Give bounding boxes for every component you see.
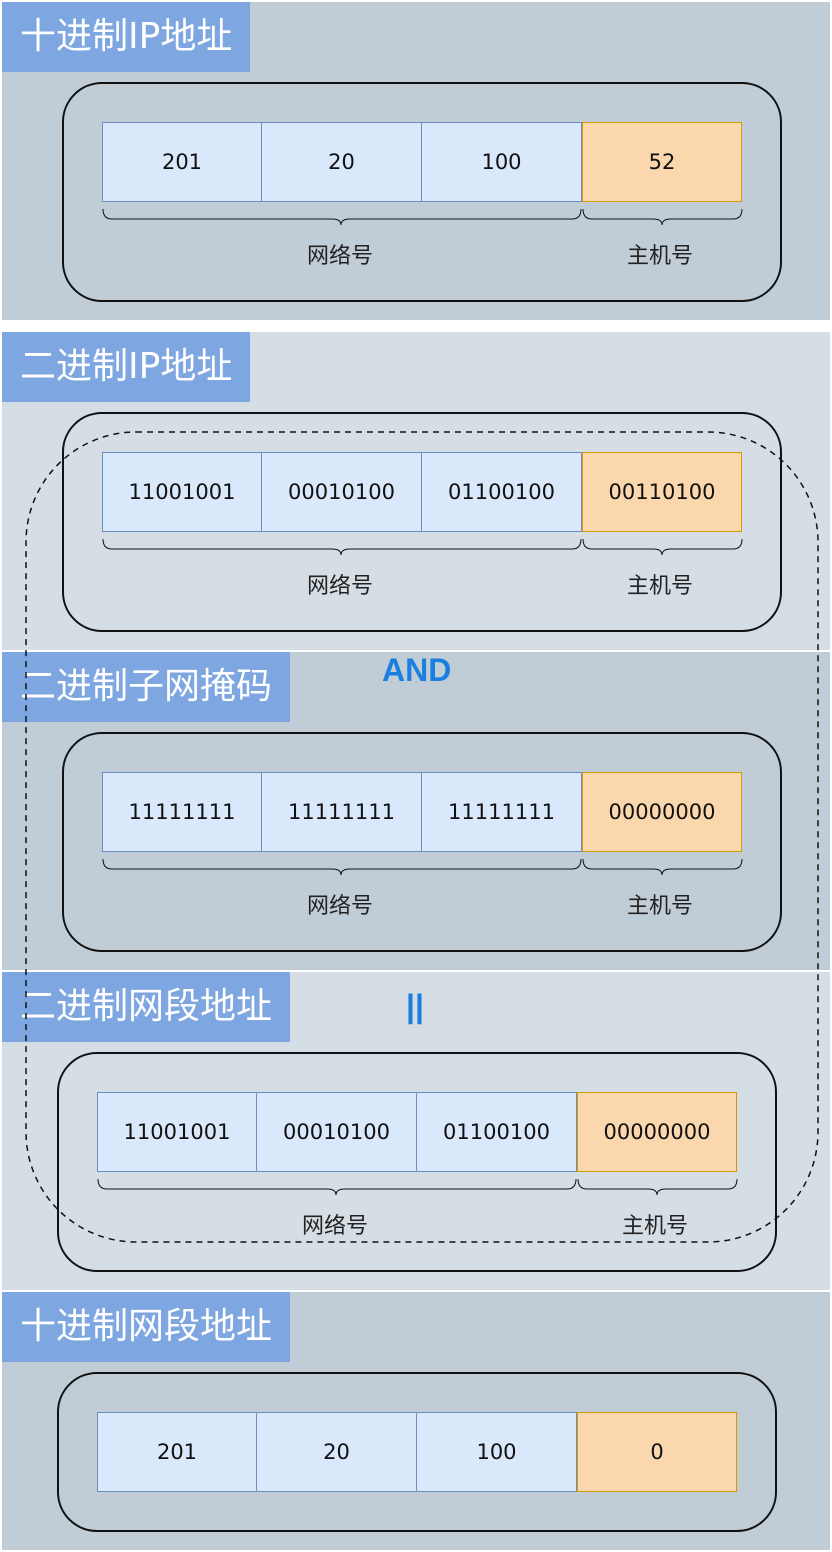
ip-row: 201 20 100 0 [97, 1412, 737, 1492]
octet-4: 0 [577, 1412, 737, 1492]
octet-3: 11111111 [422, 772, 582, 852]
section-title: 二进制子网掩码 [2, 652, 291, 722]
and-operator: AND [382, 652, 452, 688]
network-brace [97, 1178, 738, 1196]
octet-2: 20 [262, 122, 422, 202]
octet-2: 20 [257, 1412, 417, 1492]
host-label: 主机号 [626, 894, 693, 919]
octet-1: 11001001 [97, 1092, 257, 1172]
octet-2: 00010100 [257, 1092, 417, 1172]
section-binary-ip: 二进制IP地址 11001001 00010100 01100100 00110… [2, 332, 830, 650]
equals-operator: || [406, 988, 424, 1024]
section-title: 十进制网段地址 [2, 1292, 291, 1362]
network-label: 网络号 [306, 574, 373, 599]
host-label: 主机号 [626, 574, 693, 599]
host-label: 主机号 [626, 244, 693, 269]
octet-2: 00010100 [262, 452, 422, 532]
frame [57, 1372, 777, 1532]
frame [62, 82, 782, 302]
octet-1: 11001001 [102, 452, 262, 532]
network-label: 网络号 [306, 244, 373, 269]
host-label: 主机号 [621, 1214, 688, 1239]
section-decimal-ip: 十进制IP地址 201 20 100 52 网络号 主机号 [2, 2, 830, 320]
section-binary-mask: 二进制子网掩码 AND 11111111 11111111 11111111 0… [2, 652, 830, 970]
octet-4: 00000000 [577, 1092, 737, 1172]
octet-1: 11111111 [102, 772, 262, 852]
network-brace [102, 538, 743, 556]
octet-4: 00000000 [582, 772, 742, 852]
ip-row: 11001001 00010100 01100100 00110100 [102, 452, 742, 532]
octet-1: 201 [97, 1412, 257, 1492]
octet-4: 52 [582, 122, 742, 202]
network-brace [102, 208, 743, 226]
octet-4: 00110100 [582, 452, 742, 532]
network-label: 网络号 [301, 1214, 368, 1239]
octet-1: 201 [102, 122, 262, 202]
section-decimal-network: 十进制网段地址 201 20 100 0 [2, 1292, 830, 1550]
ip-row: 11111111 11111111 11111111 00000000 [102, 772, 742, 852]
ip-row: 201 20 100 52 [102, 122, 742, 202]
network-brace [102, 858, 743, 876]
octet-2: 11111111 [262, 772, 422, 852]
section-title: 二进制网段地址 [2, 972, 291, 1042]
section-title: 二进制IP地址 [2, 332, 251, 402]
octet-3: 01100100 [422, 452, 582, 532]
octet-3: 100 [417, 1412, 577, 1492]
network-label: 网络号 [306, 894, 373, 919]
section-title: 十进制IP地址 [2, 2, 251, 72]
octet-3: 01100100 [417, 1092, 577, 1172]
octet-3: 100 [422, 122, 582, 202]
ip-row: 11001001 00010100 01100100 00000000 [97, 1092, 737, 1172]
section-binary-network: 二进制网段地址 || 11001001 00010100 01100100 00… [2, 972, 830, 1290]
